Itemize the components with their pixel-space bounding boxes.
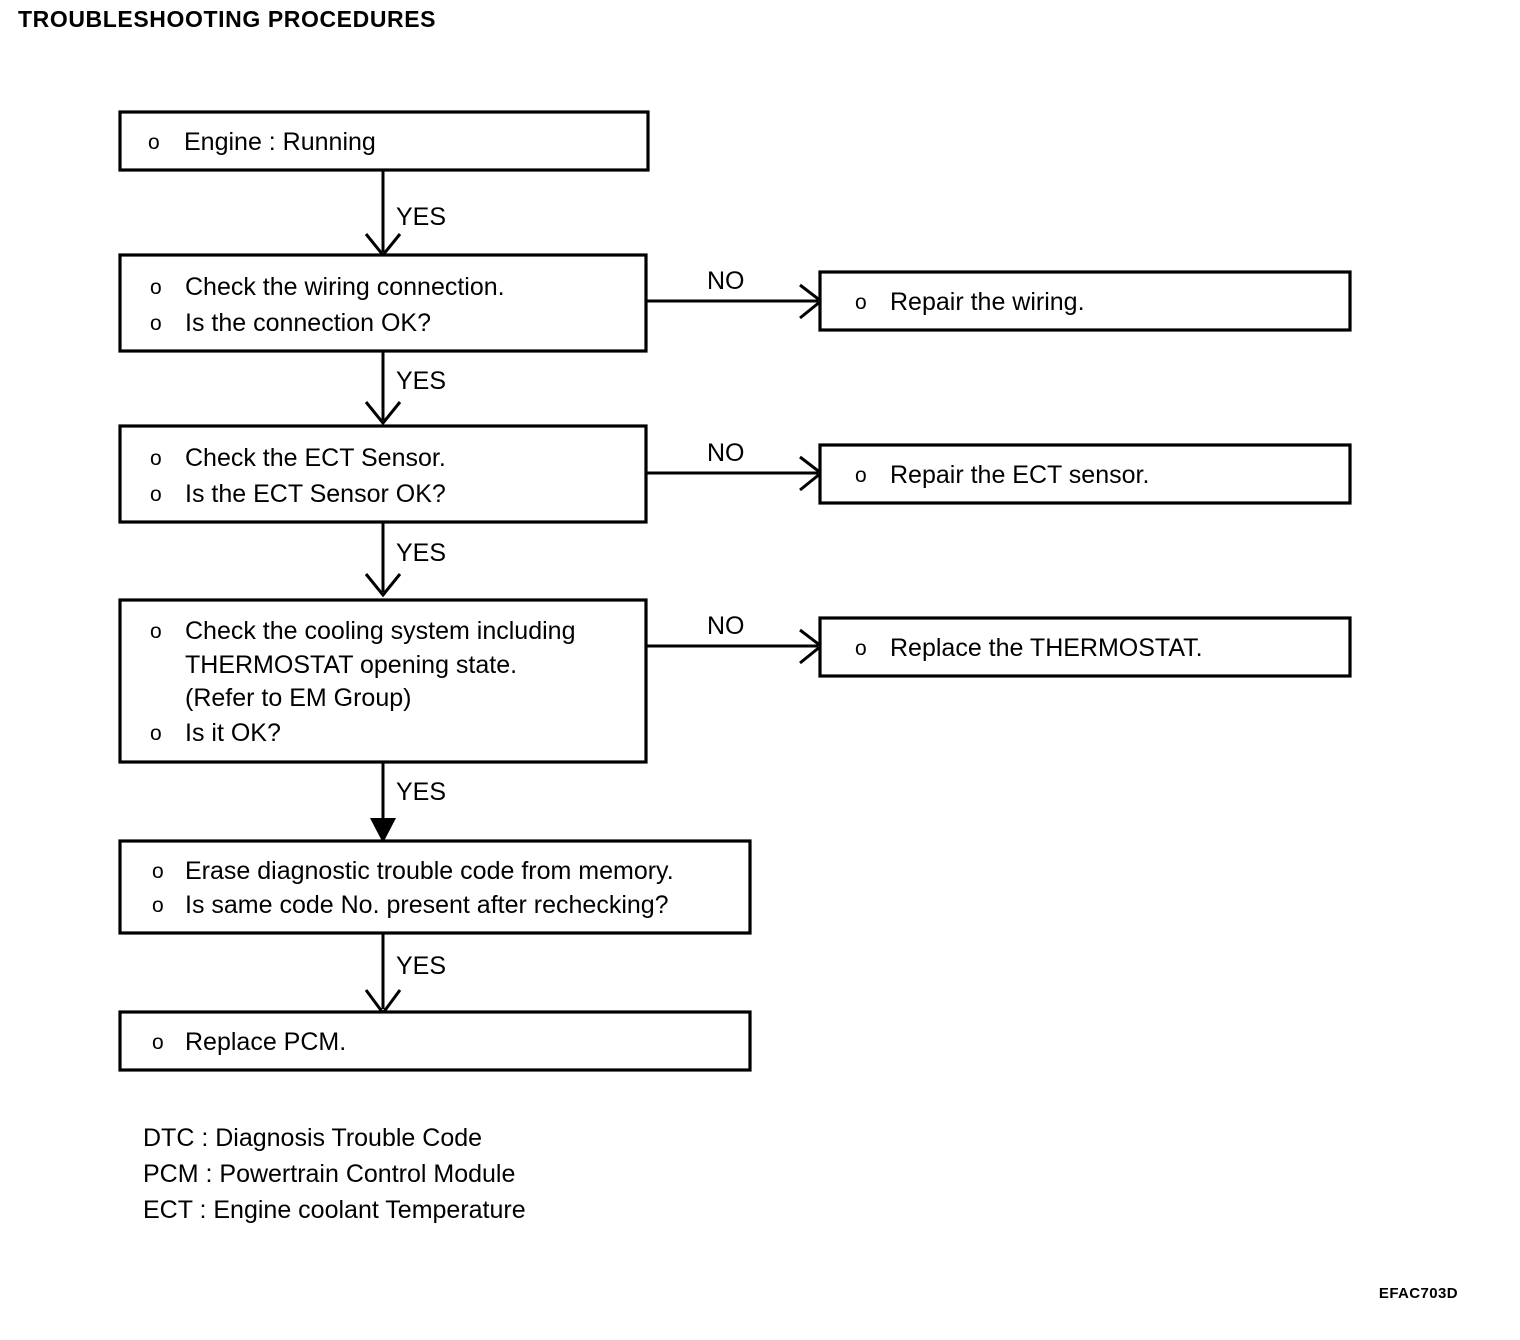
legend-item-pcm: PCM : Powertrain Control Module: [143, 1160, 515, 1188]
flow-box-check-ect-sensor: o Check the ECT Sensor. o Is the ECT Sen…: [118, 424, 648, 524]
flow-arrow-yes-4-head: [370, 818, 396, 843]
flow-box-replace-thermostat-line-0: Replace the THERMOSTAT.: [890, 634, 1203, 662]
bullet-glyph: o: [150, 483, 162, 506]
flow-box-check-wiring-line-1: Is the connection OK?: [185, 309, 431, 337]
flow-box-check-cooling-system-line-1: THERMOSTAT opening state.: [185, 651, 517, 679]
bullet-glyph: o: [855, 464, 867, 487]
flow-arrow-no-3-label: NO: [707, 612, 745, 640]
flow-arrow-yes-5: YES: [364, 933, 446, 1016]
bullet-glyph: o: [152, 1031, 164, 1054]
flow-box-replace-pcm: o Replace PCM.: [118, 1010, 752, 1072]
flow-arrow-yes-3-label: YES: [396, 539, 446, 567]
flow-box-repair-wiring-line-0: Repair the wiring.: [890, 288, 1085, 316]
flow-box-repair-ect-sensor: o Repair the ECT sensor.: [818, 443, 1352, 505]
flow-arrow-no-3: NO: [646, 612, 824, 665]
flow-box-engine-running-line-0: Engine : Running: [184, 128, 376, 156]
abbreviation-legend: DTC : Diagnosis Trouble Code PCM : Power…: [143, 1124, 526, 1224]
flow-arrow-yes-4: YES: [370, 762, 446, 843]
figure-code: EFAC703D: [1378, 1285, 1458, 1302]
flow-arrow-no-2-label: NO: [707, 439, 745, 467]
flow-arrow-yes-2-head: [364, 401, 402, 426]
flow-arrow-yes-5-label: YES: [396, 952, 446, 980]
flow-arrow-yes-1-label: YES: [396, 203, 446, 231]
flow-box-repair-ect-sensor-rect: [818, 443, 1352, 505]
flow-box-check-ect-sensor-line-0: Check the ECT Sensor.: [185, 444, 446, 472]
flow-box-check-cooling-system-line-2: (Refer to EM Group): [185, 684, 411, 712]
flow-box-replace-pcm-line-0: Replace PCM.: [185, 1028, 346, 1056]
flow-box-replace-thermostat: o Replace the THERMOSTAT.: [818, 616, 1352, 678]
flow-arrow-no-2: NO: [646, 439, 824, 492]
flow-arrow-no-1-label: NO: [707, 267, 745, 295]
flow-arrow-yes-3-head: [364, 573, 402, 598]
flow-box-check-cooling-system-line-3: Is it OK?: [185, 719, 281, 747]
bullet-glyph: o: [855, 637, 867, 660]
page-title: TROUBLESHOOTING PROCEDURES: [18, 6, 437, 32]
flow-box-erase-dtc-line-0: Erase diagnostic trouble code from memor…: [185, 857, 674, 885]
bullet-glyph: o: [150, 722, 162, 745]
flow-arrow-yes-1: YES: [364, 170, 446, 258]
flow-box-erase-dtc-rect: [118, 839, 752, 935]
flow-box-repair-wiring: o Repair the wiring.: [818, 270, 1352, 332]
bullet-glyph: o: [150, 620, 162, 643]
bullet-glyph: o: [152, 860, 164, 883]
flow-box-replace-thermostat-rect: [818, 616, 1352, 678]
flow-box-engine-running-rect: [118, 110, 650, 172]
bullet-glyph: o: [150, 312, 162, 335]
bullet-glyph: o: [150, 447, 162, 470]
flow-box-check-wiring-line-0: Check the wiring connection.: [185, 273, 505, 301]
flow-box-check-cooling-system-line-0: Check the cooling system including: [185, 617, 575, 645]
flow-box-repair-ect-sensor-line-0: Repair the ECT sensor.: [890, 461, 1149, 489]
flow-arrow-yes-3: YES: [364, 522, 446, 598]
bullet-glyph: o: [855, 291, 867, 314]
bullet-glyph: o: [152, 894, 164, 917]
flow-box-check-ect-sensor-line-1: Is the ECT Sensor OK?: [185, 480, 446, 508]
flow-box-check-wiring: o Check the wiring connection. o Is the …: [118, 253, 648, 353]
bullet-glyph: o: [150, 276, 162, 299]
legend-item-ect: ECT : Engine coolant Temperature: [143, 1196, 526, 1224]
flow-arrow-no-1: NO: [646, 267, 824, 320]
flow-box-replace-pcm-rect: [118, 1010, 752, 1072]
flow-arrow-yes-2: YES: [364, 351, 446, 426]
flow-box-check-cooling-system: o Check the cooling system including THE…: [118, 598, 648, 764]
legend-item-dtc: DTC : Diagnosis Trouble Code: [143, 1124, 482, 1152]
bullet-glyph: o: [148, 131, 160, 154]
flow-box-engine-running: o Engine : Running: [118, 110, 650, 172]
flow-box-repair-wiring-rect: [818, 270, 1352, 332]
flow-box-erase-dtc: o Erase diagnostic trouble code from mem…: [118, 839, 752, 935]
flow-box-erase-dtc-line-1: Is same code No. present after recheckin…: [185, 891, 669, 919]
flow-arrow-yes-4-label: YES: [396, 778, 446, 806]
flow-arrow-yes-2-label: YES: [396, 367, 446, 395]
